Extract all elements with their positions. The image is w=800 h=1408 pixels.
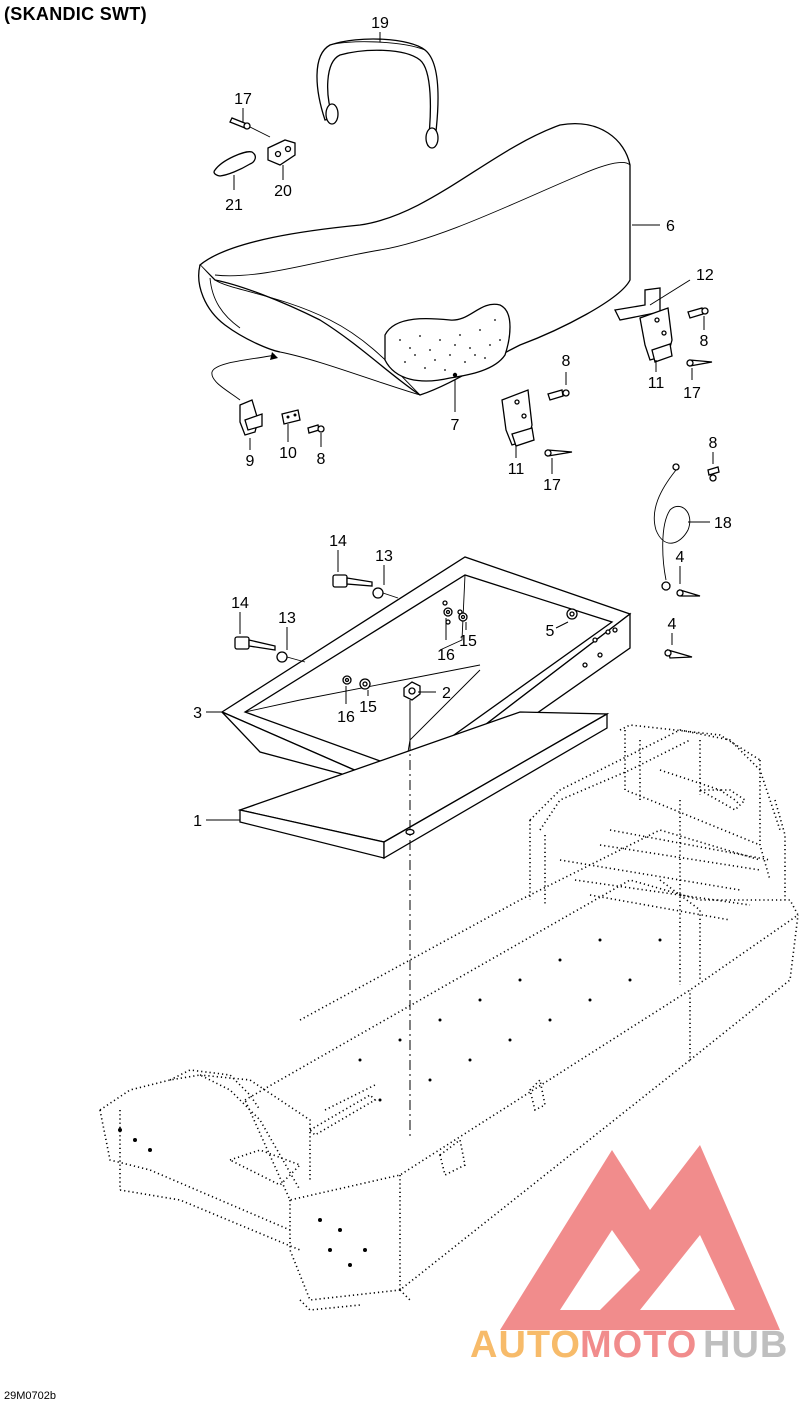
- callout-11-right: 11: [648, 375, 665, 392]
- callout-9: 9: [246, 453, 255, 470]
- callout-8-right: 8: [700, 333, 709, 350]
- callout-17-mid: 17: [543, 477, 561, 494]
- watermark-logo: AUTO MOTO HUB: [470, 1145, 788, 1366]
- callout-11-mid: 11: [508, 461, 525, 478]
- callout-16-upper: 16: [437, 647, 455, 664]
- diagram-code: 29M0702b: [4, 1390, 56, 1402]
- watermark-text-hub: HUB: [703, 1324, 788, 1366]
- callout-2: 2: [442, 685, 451, 702]
- callout-13-lower: 13: [278, 610, 296, 627]
- seat-texture: [399, 319, 501, 378]
- chassis-frame: [99, 724, 800, 1311]
- callout-4-upper: 4: [676, 549, 685, 566]
- callout-14-upper: 14: [329, 533, 347, 550]
- callout-12: 12: [696, 267, 714, 284]
- callout-18: 18: [714, 515, 732, 532]
- callout-8-mid: 8: [562, 353, 571, 370]
- callout-16-lower: 16: [337, 709, 355, 726]
- callout-6: 6: [666, 218, 675, 235]
- seat-assembly: [198, 123, 631, 401]
- hinge-hardware: [239, 287, 713, 457]
- callout-7: 7: [451, 417, 460, 434]
- latch-hardware-top: [213, 117, 296, 177]
- callout-8-cable: 8: [709, 435, 718, 452]
- callout-17-right: 17: [683, 385, 701, 402]
- seat-strap: [316, 38, 439, 149]
- callout-21: 21: [225, 197, 243, 214]
- callout-5: 5: [546, 623, 555, 640]
- page-title: (SKANDIC SWT): [4, 4, 147, 24]
- tether-cable: [653, 463, 720, 659]
- callout-17-top: 17: [234, 91, 252, 108]
- seat-base-pad: [237, 711, 610, 860]
- callout-leaders: [206, 32, 714, 821]
- callout-13-upper: 13: [375, 548, 393, 565]
- callout-20: 20: [274, 183, 292, 200]
- callout-10: 10: [279, 445, 297, 462]
- frame-bolts: [234, 574, 399, 663]
- callout-19: 19: [371, 15, 389, 32]
- callout-14-lower: 14: [231, 595, 249, 612]
- callout-8-left: 8: [317, 451, 326, 468]
- seat-base-frame: [220, 556, 632, 796]
- callout-1: 1: [193, 813, 202, 830]
- chassis-holes: [118, 938, 662, 1267]
- watermark-text-moto: MOTO: [580, 1324, 697, 1366]
- callout-3: 3: [193, 705, 202, 722]
- callout-4-lower: 4: [668, 616, 677, 633]
- watermark-triangle-icon: [500, 1145, 780, 1330]
- watermark-text-auto: AUTO: [470, 1324, 581, 1366]
- callout-15-lower: 15: [359, 699, 377, 716]
- callout-15-upper: 15: [459, 633, 477, 650]
- callout-numbers: 19 17 20 21 6 12 8 11 17 7 8 9 10 8 11 1…: [193, 15, 732, 830]
